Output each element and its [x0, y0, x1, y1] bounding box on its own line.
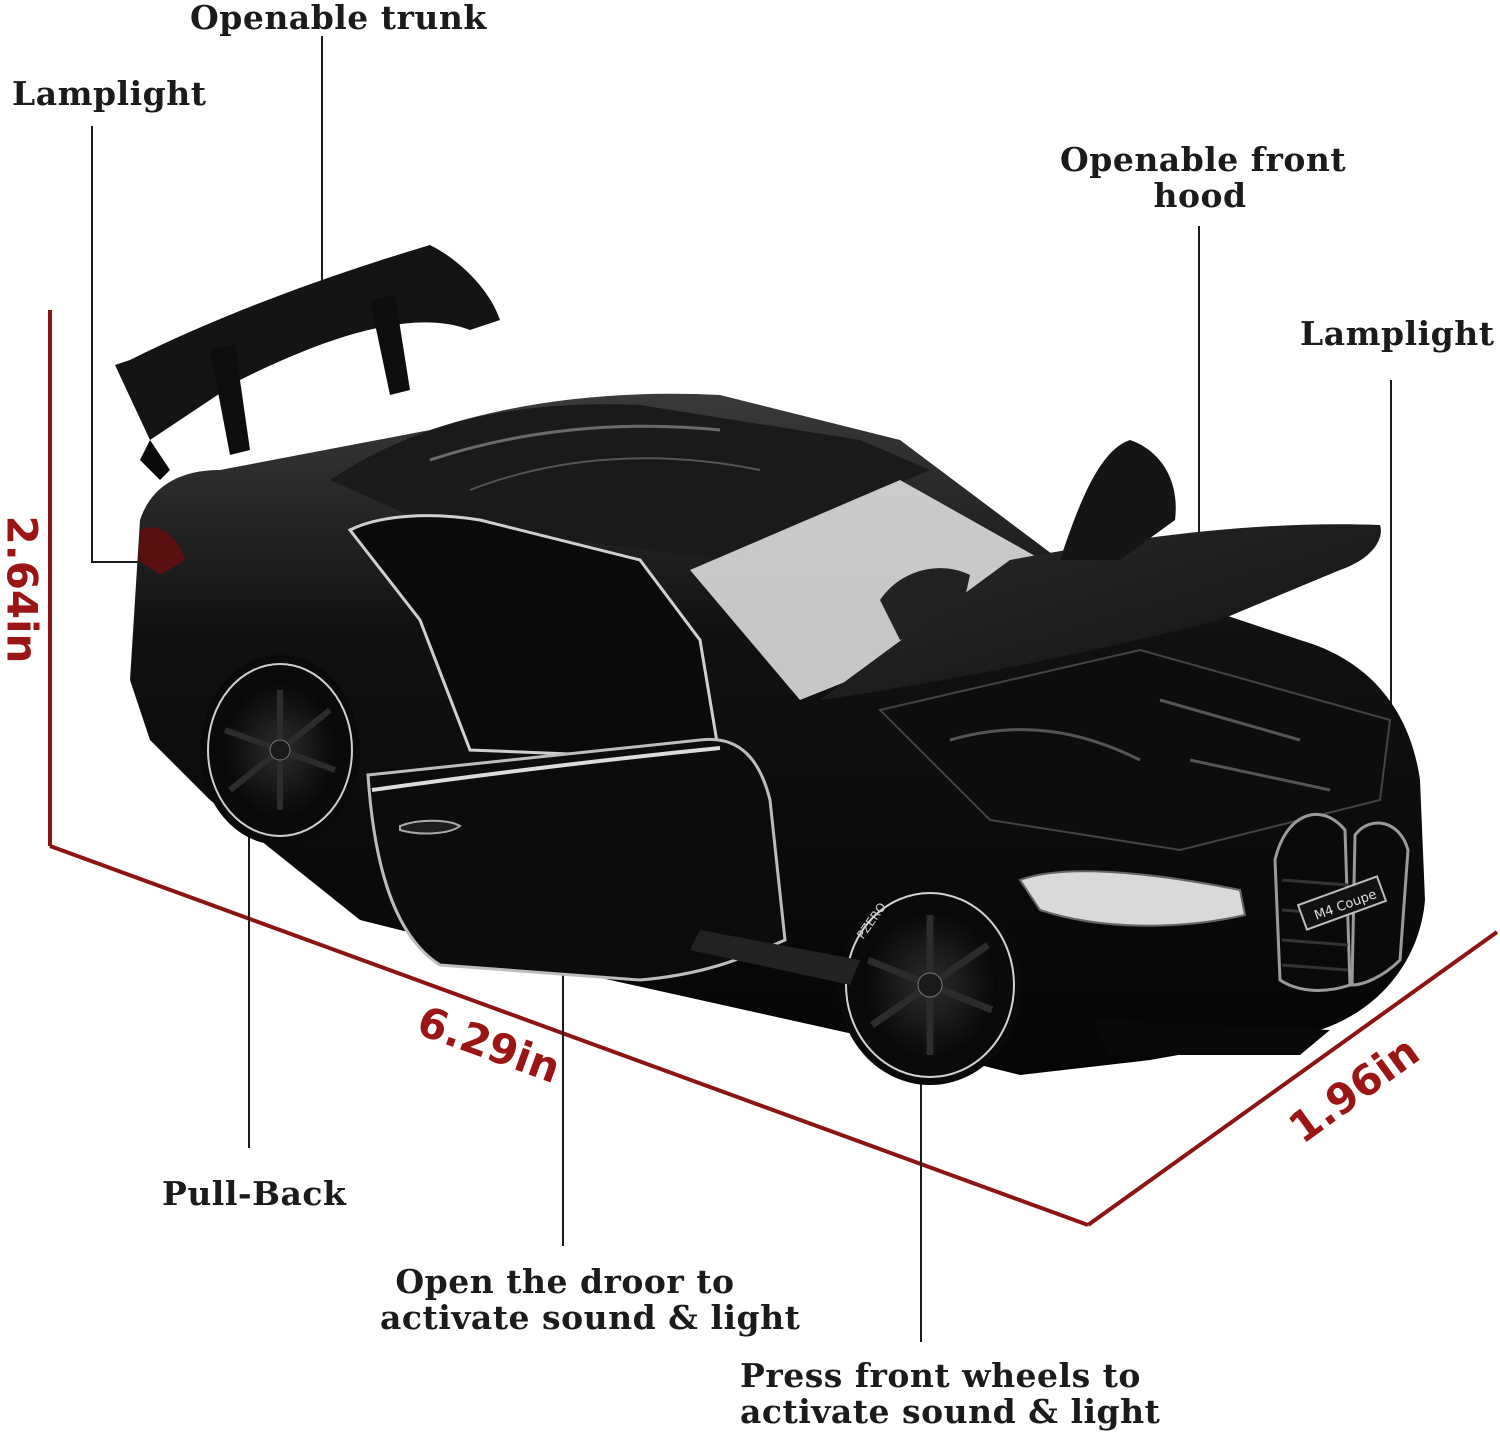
- press-wheels-line2: activate sound & light: [740, 1392, 1161, 1431]
- rear-wheel: [200, 655, 360, 845]
- front-headlight: [1018, 870, 1247, 927]
- length-dimension-line: [49, 844, 1089, 1227]
- open-front-hood: [820, 524, 1381, 700]
- rear-lamplight-label: Lamplight: [12, 74, 207, 113]
- openable-trunk-label: Openable trunk: [190, 0, 487, 37]
- rear-lamp-leader-line: [91, 126, 138, 563]
- open-door-line1: Open the droor to: [395, 1262, 735, 1301]
- press-wheels-line1: Press front wheels to: [740, 1356, 1141, 1395]
- openable-front-hood-label: Openable front hood: [1060, 140, 1347, 215]
- front-lamplight-label: Lamplight: [1300, 314, 1495, 353]
- width-dimension-line: [1086, 930, 1499, 1227]
- open-door-line2: activate sound & light: [380, 1298, 801, 1337]
- engine-bay: [878, 648, 1392, 852]
- windshield: [690, 480, 1060, 700]
- press-wheels-label: Press front wheels to activate sound & l…: [740, 1356, 1161, 1431]
- open-upper-door: [1060, 440, 1176, 560]
- pull-back-label: Pull-Back: [162, 1174, 347, 1213]
- hood-label-line2: hood: [1153, 176, 1247, 215]
- front-grille: M4 Coupe: [1273, 812, 1410, 992]
- rear-spoiler: [115, 245, 500, 440]
- open-door-label: Open the droor to activate sound & light: [380, 1262, 801, 1337]
- hood-label-line1: Openable front: [1060, 140, 1347, 179]
- side-window: [347, 514, 722, 762]
- open-door: [366, 737, 787, 982]
- rear-lamplight: [138, 527, 185, 575]
- height-dimension-label: 2.64in: [0, 515, 47, 664]
- front-wheel: PZERO: [838, 885, 1022, 1085]
